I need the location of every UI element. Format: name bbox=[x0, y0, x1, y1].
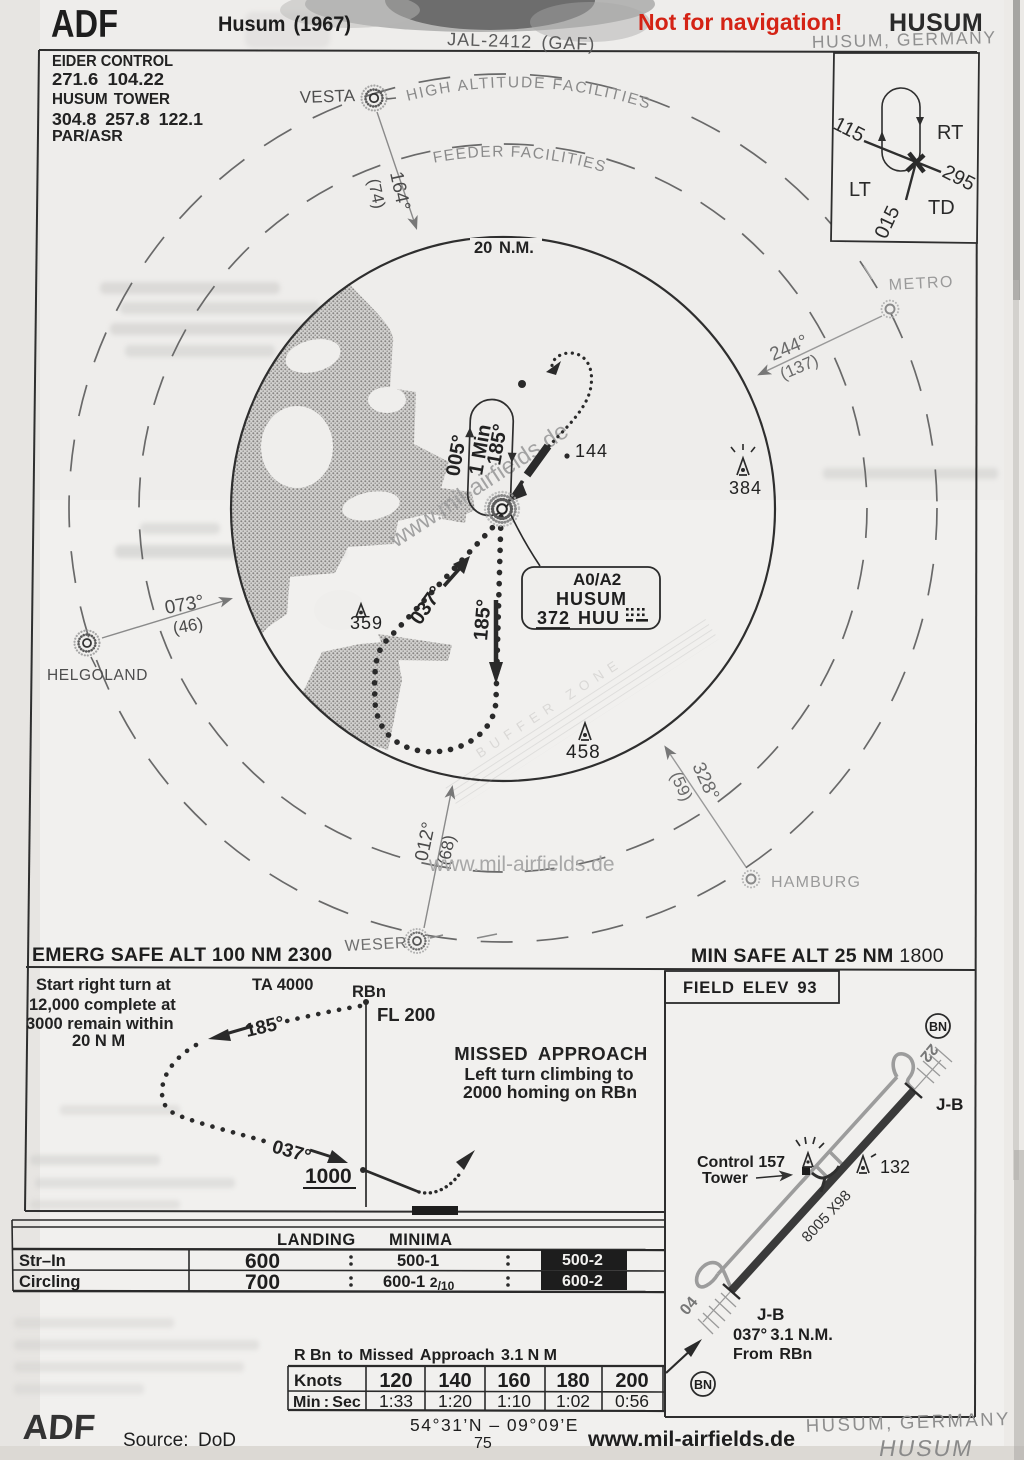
svg-text:Min : Sec: Min : Sec bbox=[293, 1394, 361, 1411]
svg-text:TD: TD bbox=[928, 197, 955, 219]
svg-text:75: 75 bbox=[474, 1435, 492, 1452]
svg-text:144: 144 bbox=[575, 441, 608, 461]
svg-text:Start right turn at: Start right turn at bbox=[36, 976, 171, 994]
svg-text:HUSUM: HUSUM bbox=[889, 9, 983, 37]
svg-text:160: 160 bbox=[497, 1370, 530, 1392]
svg-text:20 N M: 20 N M bbox=[72, 1032, 125, 1050]
svg-text:(46): (46) bbox=[171, 614, 204, 638]
svg-text:HELGOLAND: HELGOLAND bbox=[47, 667, 148, 684]
svg-text:600-1 2/10: 600-1 2/10 bbox=[383, 1273, 455, 1293]
svg-text:LANDING: LANDING bbox=[277, 1231, 356, 1249]
svg-text:WESER: WESER bbox=[344, 935, 407, 955]
svg-text:HUSUM, GERMANY: HUSUM, GERMANY bbox=[812, 27, 997, 52]
svg-text:54°31’N – 09°09’E: 54°31’N – 09°09’E bbox=[410, 1415, 579, 1435]
svg-text:VESTA: VESTA bbox=[299, 86, 356, 107]
svg-text:3000 remain within: 3000 remain within bbox=[26, 1015, 174, 1033]
svg-text:600: 600 bbox=[245, 1250, 280, 1273]
svg-text:1:02: 1:02 bbox=[556, 1391, 590, 1411]
svg-text:EMERG SAFE ALT 100 NM 2300: EMERG SAFE ALT 100 NM 2300 bbox=[32, 944, 332, 966]
svg-text:185°: 185° bbox=[470, 598, 496, 641]
svg-text:RT: RT bbox=[937, 122, 963, 144]
svg-text:0:56: 0:56 bbox=[615, 1391, 649, 1411]
svg-text:Knots: Knots bbox=[294, 1371, 342, 1390]
svg-text:Tower: Tower bbox=[702, 1170, 748, 1187]
svg-text:180: 180 bbox=[556, 1370, 589, 1392]
svg-text:TA 4000: TA 4000 bbox=[252, 976, 313, 994]
svg-text:Husum (1967): Husum (1967) bbox=[218, 13, 351, 36]
svg-text:600-2: 600-2 bbox=[562, 1273, 603, 1290]
svg-text:RBn: RBn bbox=[352, 983, 386, 1001]
svg-text:BN: BN bbox=[929, 1020, 947, 1034]
svg-text:Not for navigation!: Not for navigation! bbox=[638, 9, 842, 35]
svg-text:HUSUM: HUSUM bbox=[556, 589, 627, 609]
svg-text:500-2: 500-2 bbox=[562, 1252, 603, 1269]
svg-text:www.mil-airfields.de: www.mil-airfields.de bbox=[428, 853, 615, 876]
svg-text:304.8 257.8 122.1: 304.8 257.8 122.1 bbox=[52, 109, 203, 129]
svg-text:20 N.M.: 20 N.M. bbox=[474, 239, 534, 257]
svg-text:384: 384 bbox=[729, 478, 762, 498]
svg-text:200: 200 bbox=[615, 1370, 648, 1392]
svg-text:ADF: ADF bbox=[22, 1408, 97, 1447]
svg-text:LT: LT bbox=[849, 179, 871, 201]
svg-text:037° 3.1 N.M.: 037° 3.1 N.M. bbox=[733, 1326, 833, 1344]
svg-text:ADF: ADF bbox=[51, 3, 118, 46]
svg-text:1:20: 1:20 bbox=[438, 1391, 472, 1411]
svg-text:HAMBURG: HAMBURG bbox=[771, 874, 861, 891]
svg-text:A0/A2: A0/A2 bbox=[573, 570, 621, 589]
svg-text:MINIMA: MINIMA bbox=[389, 1231, 453, 1249]
svg-text:FIELD ELEV 93: FIELD ELEV 93 bbox=[683, 979, 817, 997]
svg-text:PAR/ASR: PAR/ASR bbox=[52, 128, 123, 145]
svg-text:HUU: HUU bbox=[578, 608, 620, 628]
svg-text:1:10: 1:10 bbox=[497, 1391, 531, 1411]
svg-text:359: 359 bbox=[350, 613, 383, 633]
svg-text:1000: 1000 bbox=[305, 1165, 352, 1188]
svg-text:Circling: Circling bbox=[19, 1273, 80, 1291]
svg-text:700: 700 bbox=[245, 1271, 280, 1294]
svg-text:MIN SAFE ALT 25 NM 1800: MIN SAFE ALT 25 NM 1800 bbox=[691, 945, 944, 967]
svg-text:Str–In: Str–In bbox=[19, 1252, 66, 1270]
svg-text:J-B: J-B bbox=[757, 1305, 784, 1324]
svg-text:458: 458 bbox=[566, 742, 601, 763]
svg-text:2000 homing on RBn: 2000 homing on RBn bbox=[463, 1082, 637, 1102]
svg-text:140: 140 bbox=[438, 1370, 471, 1392]
svg-text:271.6 104.22: 271.6 104.22 bbox=[52, 69, 164, 89]
svg-text:METRO: METRO bbox=[888, 274, 954, 294]
svg-text:R Bn to Missed Approach 3.: R Bn to Missed Approach 3.1 N M bbox=[294, 1347, 557, 1364]
svg-text:FL 200: FL 200 bbox=[377, 1004, 435, 1025]
svg-text:From RBn: From RBn bbox=[733, 1346, 812, 1363]
svg-text:HUSUM: HUSUM bbox=[877, 1435, 976, 1460]
svg-text:Control 157: Control 157 bbox=[697, 1154, 785, 1171]
svg-text:500-1: 500-1 bbox=[397, 1252, 439, 1270]
svg-text:MISSED APPROACH: MISSED APPROACH bbox=[454, 1043, 648, 1064]
svg-text:www.mil-airfields.de: www.mil-airfields.de bbox=[587, 1427, 795, 1451]
svg-text:1:33: 1:33 bbox=[379, 1391, 413, 1411]
svg-text:120: 120 bbox=[379, 1370, 412, 1392]
svg-text:12,000 complete at: 12,000 complete at bbox=[29, 996, 176, 1014]
svg-text:Left turn climbing to: Left turn climbing to bbox=[464, 1064, 633, 1084]
svg-text:EIDER CONTROL: EIDER CONTROL bbox=[52, 53, 173, 70]
svg-text:J-B: J-B bbox=[936, 1095, 963, 1114]
svg-text:132: 132 bbox=[880, 1157, 910, 1177]
svg-text:372: 372 bbox=[537, 608, 570, 628]
svg-text:Source: DoD: Source: DoD bbox=[123, 1430, 236, 1451]
svg-text:HUSUM TOWER: HUSUM TOWER bbox=[52, 91, 170, 108]
svg-text:BN: BN bbox=[694, 1378, 712, 1392]
